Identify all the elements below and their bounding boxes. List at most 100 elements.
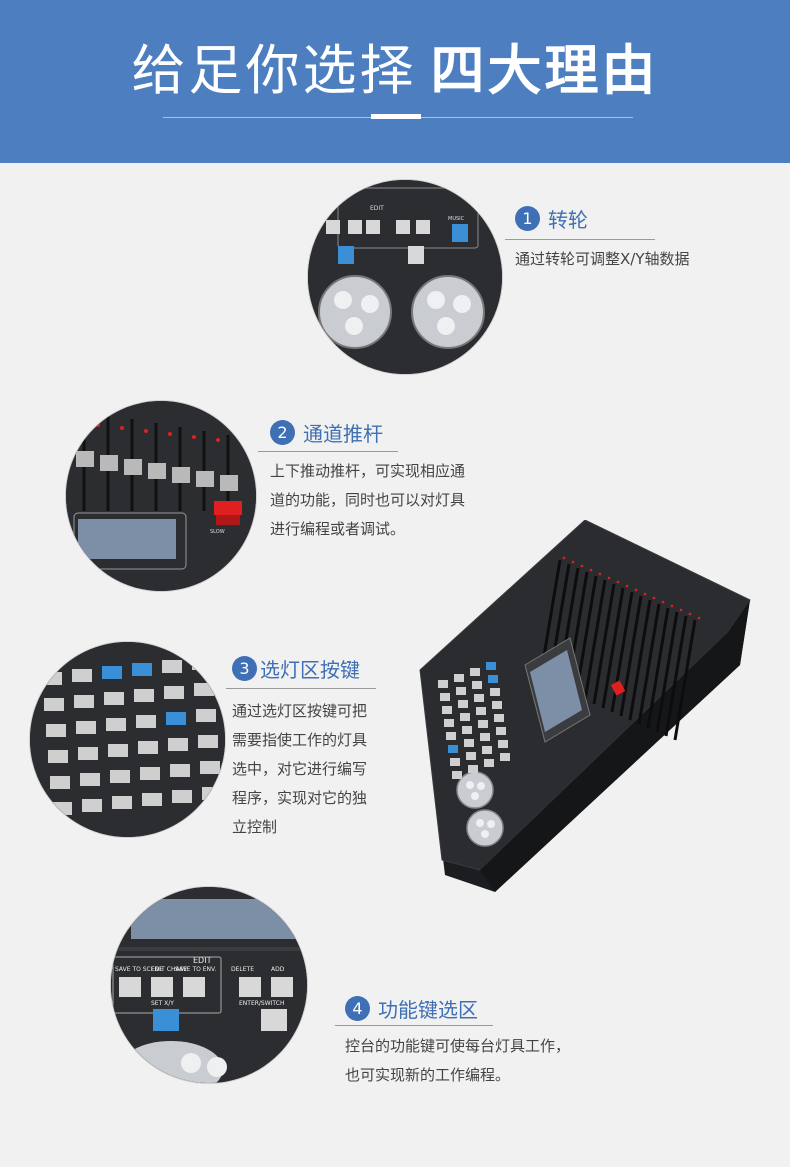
console-key (452, 771, 462, 779)
fader-knob (76, 451, 94, 467)
console-key (496, 727, 506, 735)
feature-3-desc-line: 选中，对它进行编写 (232, 760, 368, 778)
console-key (470, 668, 480, 676)
select-key (162, 660, 182, 673)
select-key (164, 686, 184, 699)
console-key (462, 726, 472, 734)
console-fader-led (598, 572, 602, 576)
feature-2-desc-line: 道的功能，同时也可以对灯具 (270, 491, 466, 509)
fader-led (216, 438, 220, 442)
feature-3-label: 选灯区按键 (260, 658, 360, 682)
select-keys-closeup-svg (30, 642, 225, 837)
fader-knob (220, 475, 238, 491)
fader-led (168, 432, 172, 436)
feature-3-description: 通过选灯区按键可把 需要指使工作的灯具 选中，对它进行编写 程序，实现对它的独 … (232, 697, 367, 842)
feature-2-number: 2 (270, 420, 295, 445)
console-key (444, 719, 454, 727)
console-key (440, 693, 450, 701)
console-key (468, 765, 478, 773)
console-fader-track (592, 583, 616, 705)
console-key (482, 746, 492, 754)
title-light: 给足你选择 (131, 39, 417, 102)
select-key (172, 790, 192, 803)
fn-label-delete: DELETE (231, 966, 254, 973)
console-key (500, 753, 510, 761)
console-key (478, 720, 488, 728)
feature-4-desc-line: 也可实现新的工作编程。 (345, 1066, 511, 1084)
select-key (42, 672, 62, 685)
faders-closeup-image: SLOW (66, 401, 256, 591)
feature-4-label: 功能键选区 (378, 998, 478, 1022)
fader-led (96, 423, 100, 427)
select-key (200, 761, 220, 774)
select-key (110, 770, 130, 783)
fader-led (120, 426, 124, 430)
feature-1-desc-line: 通过转轮可调整X/Y轴数据 (515, 250, 690, 268)
feature-2-divider (258, 451, 398, 452)
console-key (464, 739, 474, 747)
fader-knob (148, 463, 166, 479)
panel-label-slow: SLOW (210, 529, 225, 535)
select-key (194, 683, 214, 696)
function-keys-closeup-image: EDIT SAVE TO SCENE EDIT CHASE SAVE TO EN… (111, 887, 307, 1083)
console-fader-led (652, 596, 656, 600)
feature-3-divider (226, 688, 376, 689)
select-key (52, 802, 72, 815)
console-fader-track (637, 603, 661, 725)
fader-led (192, 435, 196, 439)
console-fader-led (643, 592, 647, 596)
select-key (106, 718, 126, 731)
feature-1-divider (505, 239, 655, 240)
fn-label-save-env: SAVE TO ENV. (175, 966, 216, 973)
console-key (474, 694, 484, 702)
console-fader-track (619, 595, 643, 717)
panel-label-music: MUSIC (448, 216, 465, 222)
console-key (466, 752, 476, 760)
console-fader-led (580, 564, 584, 568)
title-rule-mark (371, 114, 421, 119)
console-svg (419, 519, 751, 892)
console-key (490, 688, 500, 696)
fn-label-set-xy: SET X/Y (151, 1000, 174, 1007)
console-fader-track (601, 587, 625, 709)
fader-led (240, 441, 244, 445)
console-fader-track (583, 579, 607, 701)
wheels-closeup-svg: EDIT MUSIC (308, 180, 502, 374)
console-product-image (410, 519, 755, 900)
select-key (80, 773, 100, 786)
feature-3-number: 3 (232, 656, 257, 681)
select-key (138, 741, 158, 754)
faders-closeup-svg: SLOW (66, 401, 256, 591)
console-key (438, 680, 448, 688)
feature-3-desc-line: 通过选灯区按键可把 (232, 702, 368, 720)
console-key (458, 700, 468, 708)
console-key (476, 707, 486, 715)
feature-3-desc-line: 立控制 (232, 818, 278, 836)
feature-3-desc-line: 需要指使工作的灯具 (232, 731, 368, 749)
fn-label-save-scene: SAVE TO SCENE (115, 966, 163, 973)
feature-1-description: 通过转轮可调整X/Y轴数据 (515, 245, 690, 274)
console-key (472, 681, 482, 689)
fn-label-add: ADD (271, 966, 285, 973)
fader-knob (172, 467, 190, 483)
select-key (50, 776, 70, 789)
select-key (170, 764, 190, 777)
console-fader-led (697, 616, 701, 620)
console-fader-track (628, 599, 652, 721)
fn-label-edit-chase: EDIT CHASE (151, 966, 187, 973)
header-banner: 给足你选择四大理由 (0, 0, 790, 163)
console-key (484, 759, 494, 767)
select-key (142, 793, 162, 806)
select-key (46, 724, 66, 737)
select-keys-closeup-image (30, 642, 225, 837)
fn-label-enter-switch: ENTER/SWITCH (239, 1000, 284, 1007)
fader-knob (100, 455, 118, 471)
feature-2-label: 通道推杆 (303, 422, 383, 446)
select-key (166, 712, 186, 725)
console-fader-led (670, 604, 674, 608)
fn-label-edit: EDIT (193, 956, 212, 965)
select-key (140, 767, 160, 780)
select-key (134, 689, 154, 702)
console-key (488, 675, 498, 683)
